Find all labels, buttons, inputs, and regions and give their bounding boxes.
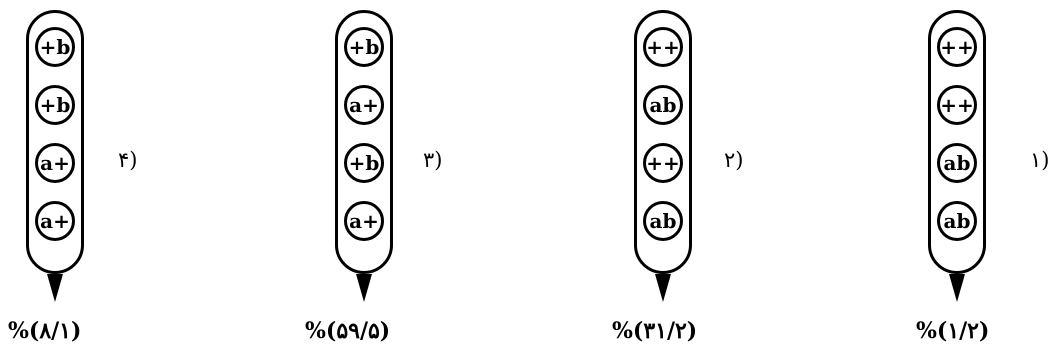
percent-label: %(۳۱/۲): [612, 318, 698, 344]
allele-bead: ab: [643, 201, 683, 241]
allele-bead: ++: [937, 27, 977, 67]
percent-label: %(۸/۱): [8, 318, 82, 344]
option-1: ++ ++ ab ab ۱) %(۱/۲): [908, 0, 1057, 355]
pointer-tip: [949, 274, 965, 302]
allele-bead: a+: [344, 201, 384, 241]
option-3: +b a+ +b a+ ۳) %(۵۹/۵): [305, 0, 505, 355]
allele-bead: ab: [937, 143, 977, 183]
allele-bead: a+: [35, 143, 75, 183]
allele-bead: ++: [937, 85, 977, 125]
option-number: ۱): [1030, 148, 1050, 172]
option-number: ۳): [423, 148, 443, 172]
allele-bead: ++: [643, 143, 683, 183]
option-2: ++ ab ++ ab ۲) %(۳۱/۲): [612, 0, 812, 355]
allele-bead: +b: [344, 143, 384, 183]
allele-bead: ab: [937, 201, 977, 241]
allele-bead: ++: [643, 27, 683, 67]
allele-bead: +b: [35, 85, 75, 125]
pointer-tip: [47, 274, 63, 302]
allele-bead: +b: [35, 27, 75, 67]
pointer-tip: [356, 274, 372, 302]
chromatid-pod: +b a+ +b a+: [335, 10, 393, 274]
allele-bead: +b: [344, 27, 384, 67]
chromatid-pod: ++ ab ++ ab: [634, 10, 692, 274]
allele-bead: a+: [35, 201, 75, 241]
chromatid-pod: +b +b a+ a+: [26, 10, 84, 274]
option-4: +b +b a+ a+ ۴) %(۸/۱): [0, 0, 200, 355]
allele-bead: a+: [344, 85, 384, 125]
percent-label: %(۵۹/۵): [305, 318, 391, 344]
option-number: ۲): [724, 148, 744, 172]
option-number: ۴): [118, 148, 138, 172]
pointer-tip: [655, 274, 671, 302]
chromatid-pod: ++ ++ ab ab: [928, 10, 986, 274]
percent-label: %(۱/۲): [916, 318, 990, 344]
allele-bead: ab: [643, 85, 683, 125]
